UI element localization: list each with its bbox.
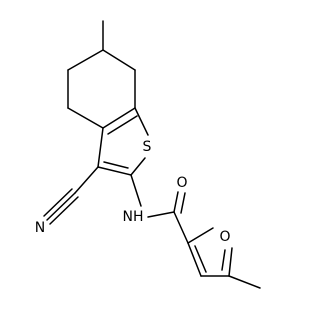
bond-thio-2	[130, 157, 146, 176]
bond-ring6-1	[67, 49, 104, 71]
bond-thio-3	[97, 166, 132, 176]
bond-cn-link	[74, 166, 99, 194]
bond-thio-1	[134, 107, 149, 136]
bond-nh-c	[147, 211, 175, 218]
bond-furan-4	[187, 227, 214, 244]
bond-c-nh	[130, 174, 142, 207]
sulfur-label: S	[143, 139, 152, 155]
bond-co-2	[180, 192, 186, 214]
bond-thio-4	[97, 127, 104, 168]
bond-furan-3	[228, 247, 233, 277]
bond-methyl-furan	[228, 275, 261, 289]
bond-fused-1	[102, 107, 136, 129]
bond-cn-triple-2	[43, 188, 73, 217]
bond-cn-triple-1	[46, 192, 76, 221]
bond-furan-double-2	[221, 249, 226, 271]
carbonyl-oxygen-label: O	[176, 175, 187, 191]
amide-nh-label: NH	[123, 209, 144, 225]
nitrile-nitrogen-label: N	[35, 220, 45, 236]
bond-co-1	[173, 191, 179, 213]
bond-cn-triple-3	[49, 196, 79, 225]
chemical-structure: S N NH O O	[35, 20, 261, 289]
furan-oxygen-label: O	[219, 229, 230, 245]
bond-fused-2	[107, 115, 138, 135]
bond-c-furan	[173, 211, 189, 244]
bond-thio-double	[103, 161, 129, 169]
bond-furan-double-1	[194, 245, 207, 273]
bond-ring6-4	[102, 49, 136, 71]
bond-furan-1	[187, 242, 202, 277]
bond-ring6-3	[67, 107, 104, 129]
